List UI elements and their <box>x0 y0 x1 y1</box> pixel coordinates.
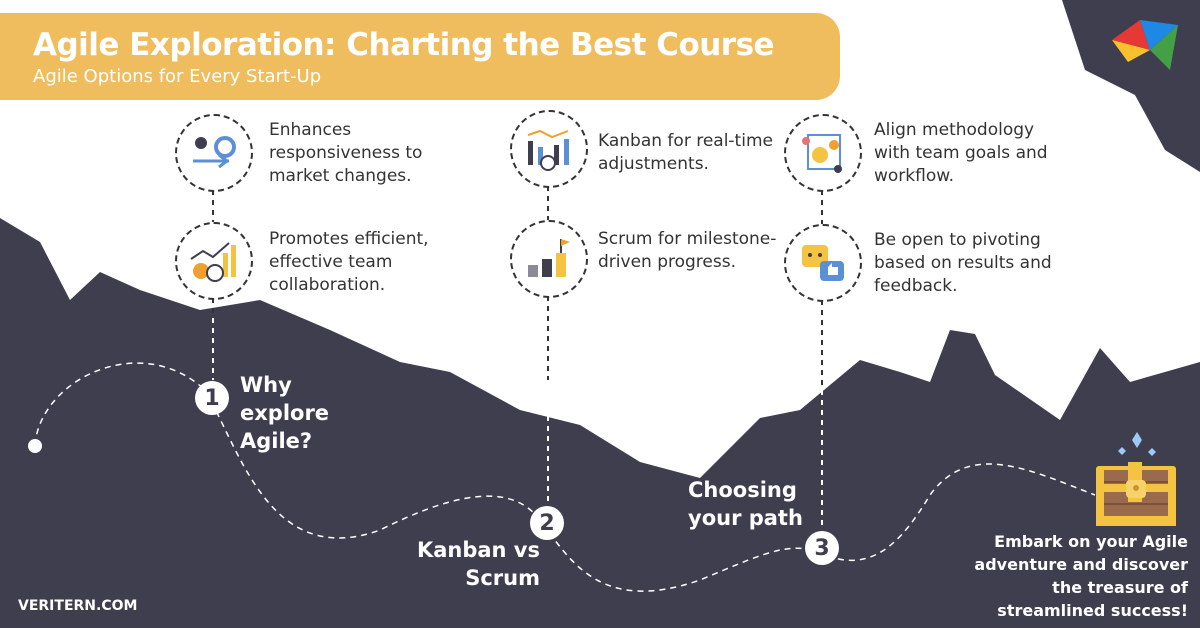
brand-url: VERITERN.COM <box>18 598 138 614</box>
title-banner <box>0 13 840 100</box>
mountain-peak-top-right <box>1062 0 1200 172</box>
note-responsiveness: Enhances responsiveness to market change… <box>269 120 423 186</box>
note-align: Align methodology with team goals and wo… <box>874 120 1048 186</box>
step-1-marker: 1 <box>195 381 229 415</box>
step-2-marker: 2 <box>530 506 564 540</box>
step-2-label: Kanban vs Scrum <box>416 538 540 590</box>
mountain-range <box>0 218 1200 628</box>
step-3-marker: 3 <box>805 531 839 565</box>
kanban-board-icon <box>510 110 588 188</box>
feedback-icon <box>784 224 862 302</box>
note-collaboration: Promotes efficient, effective team colla… <box>269 229 429 295</box>
note-scrum: Scrum for milestone-driven progress. <box>598 229 777 272</box>
note-kanban: Kanban for real-time adjustments. <box>598 131 773 174</box>
page-title: Agile Exploration: Charting the Best Cou… <box>33 27 775 63</box>
team-gears-icon <box>175 114 253 192</box>
closing-message: Embark on your Agile adventure and disco… <box>974 532 1188 620</box>
note-pivot: Be open to pivoting based on results and… <box>874 230 1052 296</box>
journey-path <box>34 362 1096 592</box>
logo-icon <box>1112 20 1178 70</box>
start-dot <box>28 439 42 453</box>
sparkle-icons <box>1118 432 1156 456</box>
page-subtitle: Agile Options for Every Start-Up <box>33 66 322 87</box>
connector-lines <box>212 186 823 224</box>
milestone-flag-icon <box>510 220 588 298</box>
treasure-chest-icon <box>1096 462 1176 526</box>
growth-chart-gears-icon <box>175 222 253 300</box>
step-1-label: Why explore Agile? <box>240 373 330 453</box>
workflow-cycle-icon <box>784 114 862 192</box>
step-3-label: Choosing your path <box>688 478 803 530</box>
